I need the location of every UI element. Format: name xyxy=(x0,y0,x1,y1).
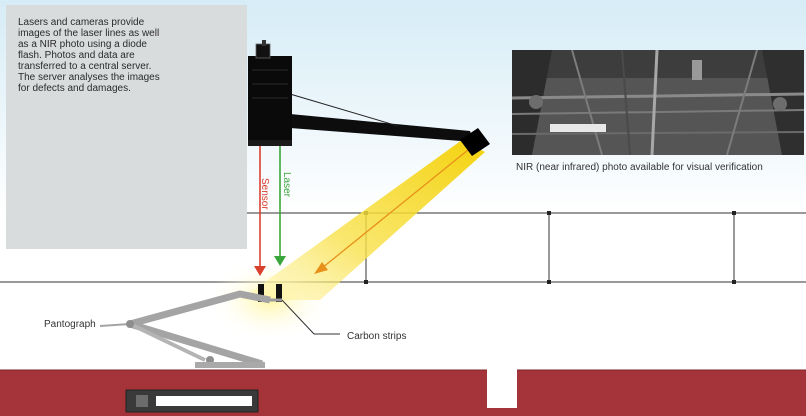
info-box: Lasers and cameras provide images of the… xyxy=(6,5,247,249)
nir-photo-image xyxy=(512,50,804,155)
boom-strut xyxy=(289,93,399,127)
carbon-strip-right xyxy=(276,284,282,302)
laser-label: Laser xyxy=(281,172,292,198)
beam-arrow-head xyxy=(314,262,328,274)
nir-caption: NIR (near infrared) photo available for … xyxy=(516,162,763,173)
beam-arrow-line xyxy=(321,149,469,269)
laser-arrow-head xyxy=(274,256,286,266)
carbon-strips-label: Carbon strips xyxy=(347,331,407,342)
train-body xyxy=(0,369,806,416)
sensor-label: Sensor xyxy=(259,178,270,210)
roof-equipment-box xyxy=(125,389,259,413)
sensor-arrow-head xyxy=(254,266,266,276)
pantograph-label: Pantograph xyxy=(44,319,96,330)
pantograph-assembly xyxy=(99,284,340,368)
flash-camera-head xyxy=(460,128,490,156)
nir-photo xyxy=(512,50,804,155)
camera-unit xyxy=(248,40,292,146)
info-text: Lasers and cameras provide images of the… xyxy=(18,17,160,94)
light-beam xyxy=(240,140,485,300)
camera-boom-arm xyxy=(290,114,474,142)
carbon-strip-left xyxy=(258,284,264,302)
dropper-wires xyxy=(364,211,736,284)
